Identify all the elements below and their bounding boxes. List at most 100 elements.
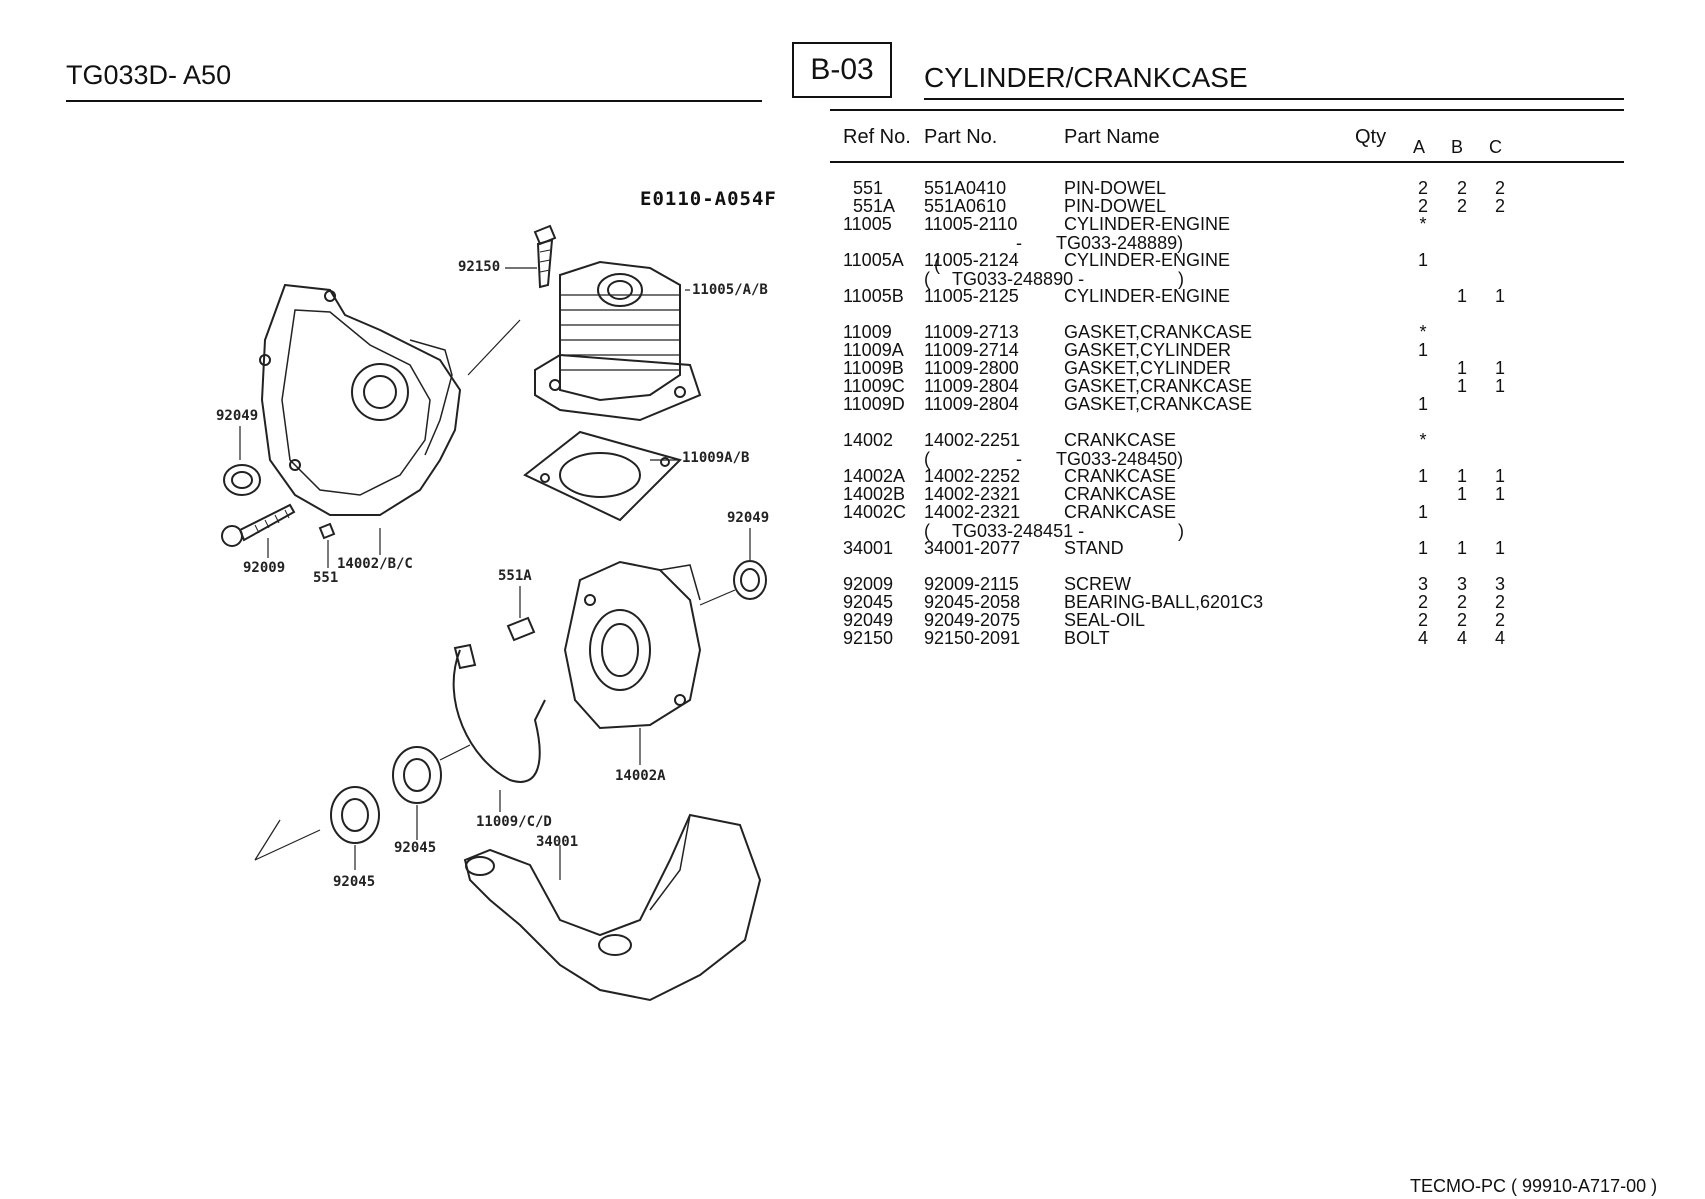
ref-no: 11009D: [843, 394, 905, 414]
callout-label: 34001: [536, 834, 578, 850]
ref-no: 92009: [843, 574, 894, 594]
qty-a: 4: [1417, 628, 1428, 648]
serial-note-dash: -: [1016, 233, 1022, 253]
serial-note-dash: -: [1016, 449, 1022, 469]
part-name: CRANKCASE: [1064, 430, 1177, 450]
ref-no: 551: [853, 178, 884, 198]
serial-note-text: TG033-248890 -: [952, 269, 1085, 289]
qty-a: 2: [1417, 178, 1428, 198]
callout-label: 11005/A/B: [692, 282, 768, 298]
table-row: 11005 11005-2110 CYLINDER-ENGINE *: [0, 215, 1705, 233]
qty-c: 1: [1494, 484, 1505, 504]
qty-a: 1: [1417, 340, 1428, 360]
part-no: 92009-2115: [924, 574, 1019, 594]
qty-b: 1: [1456, 538, 1467, 558]
serial-note: (: [924, 233, 940, 275]
header-ref-no: Ref No.: [843, 126, 911, 148]
qty-b: 2: [1456, 610, 1467, 630]
part-no: 14002-2321: [924, 484, 1021, 504]
table-row: 34001 34001-2077 STAND 1 1 1: [0, 539, 1705, 557]
callout-label: 92150: [458, 259, 500, 275]
part-no: 11005-2125: [924, 286, 1019, 306]
ref-no: 11005B: [843, 286, 904, 306]
qty-c: 1: [1494, 286, 1505, 306]
callout-label: 92045: [333, 874, 375, 890]
part-name: CYLINDER-ENGINE: [1064, 214, 1231, 234]
qty-b: 1: [1456, 358, 1467, 378]
serial-note-close: ): [1178, 521, 1184, 541]
section-title: CYLINDER/CRANKCASE: [924, 62, 1248, 93]
serial-note-close: ): [1178, 269, 1184, 289]
table-row: 14002A 14002-2252 CRANKCASE 1 1 1: [0, 467, 1705, 485]
part-name: CRANKCASE: [1064, 466, 1177, 486]
table-row: 11009D 11009-2804 GASKET,CRANKCASE 1: [0, 395, 1705, 413]
qty-b: 1: [1456, 466, 1467, 486]
qty-c: 2: [1494, 196, 1505, 216]
ref-no: 11005: [843, 214, 892, 234]
table-row: 11009A 11009-2714 GASKET,CYLINDER 1: [0, 341, 1705, 359]
qty-c: 1: [1494, 358, 1505, 378]
callout-label: 92009: [243, 560, 285, 576]
qty-c: 1: [1494, 466, 1505, 486]
ref-no: 551A: [853, 196, 896, 216]
qty-a: 3: [1417, 574, 1428, 594]
table-row: 11005A 11005-2124 CYLINDER-ENGINE 1: [0, 251, 1705, 269]
qty-b: 2: [1456, 178, 1467, 198]
serial-note-open: (: [924, 269, 930, 289]
section-title-underline-bottom: [830, 109, 1624, 111]
serial-note-text: TG033-248889): [1056, 233, 1184, 253]
part-name: BOLT: [1064, 628, 1110, 648]
ref-no: 14002C: [843, 502, 907, 522]
part-no: 92045-2058: [924, 592, 1021, 612]
screw: [221, 503, 296, 547]
qty-c: 3: [1494, 574, 1505, 594]
header-part-name: Part Name: [1064, 126, 1160, 148]
qty-a: 2: [1417, 610, 1428, 630]
qty-a: 2: [1417, 196, 1428, 216]
table-row: 92045 92045-2058 BEARING-BALL,6201C3 2 2…: [0, 593, 1705, 611]
qty-b: 2: [1456, 592, 1467, 612]
part-name: GASKET,CRANKCASE: [1064, 322, 1253, 342]
part-no: 92150-2091: [924, 628, 1021, 648]
callout-label: 551A: [498, 568, 532, 584]
table-row: 551 551A0410 PIN-DOWEL 2 2 2: [0, 179, 1705, 197]
ref-no: 14002A: [843, 466, 906, 486]
header-qty-a: A: [1413, 137, 1426, 157]
qty-a: 1: [1417, 502, 1428, 522]
part-name: GASKET,CRANKCASE: [1064, 376, 1253, 396]
ref-no: 92045: [843, 592, 894, 612]
qty-a: 2: [1417, 592, 1428, 612]
table-row: 11009B 11009-2800 GASKET,CYLINDER 1 1: [0, 359, 1705, 377]
part-no: 14002-2251: [924, 430, 1021, 450]
table-row: 92009 92009-2115 SCREW 3 3 3: [0, 575, 1705, 593]
qty-a: 1: [1417, 538, 1428, 558]
ref-no: 11009: [843, 322, 892, 342]
part-name: SEAL-OIL: [1064, 610, 1146, 630]
part-no: 551A0410: [924, 178, 1007, 198]
part-name: CYLINDER-ENGINE: [1064, 250, 1231, 270]
qty-b: 1: [1456, 376, 1467, 396]
serial-note-text: TG033-248450): [1056, 449, 1184, 469]
ref-no: 11009A: [843, 340, 904, 360]
serial-note-open: (: [924, 521, 930, 541]
callout-label: 92049: [216, 408, 258, 424]
part-name: GASKET,CYLINDER: [1064, 340, 1232, 360]
table-row: 92150 92150-2091 BOLT 4 4 4: [0, 629, 1705, 647]
header-qty-c: C: [1489, 137, 1502, 157]
qty-a: 1: [1417, 466, 1428, 486]
part-no: 14002-2252: [924, 466, 1021, 486]
header-part-no: Part No.: [924, 126, 998, 148]
qty-c: 1: [1494, 538, 1505, 558]
qty-a: 1: [1417, 250, 1428, 270]
part-no: 11005-2110: [924, 214, 1018, 234]
callout-label: 11009/C/D: [476, 814, 552, 830]
ref-no: 14002: [843, 430, 894, 450]
dowel-pin: [318, 522, 536, 642]
part-name: STAND: [1064, 538, 1124, 558]
crankcase-half-left: [259, 283, 462, 516]
callout-label: 11009A/B: [682, 450, 749, 466]
table-row: 92049 92049-2075 SEAL-OIL 2 2 2: [0, 611, 1705, 629]
qty-c: 2: [1494, 178, 1505, 198]
part-no: 11009-2804: [924, 394, 1019, 414]
exploded-parts-diagram: 92150 11005/A/B 92049 11009A/B 92049 920…: [216, 224, 769, 1002]
